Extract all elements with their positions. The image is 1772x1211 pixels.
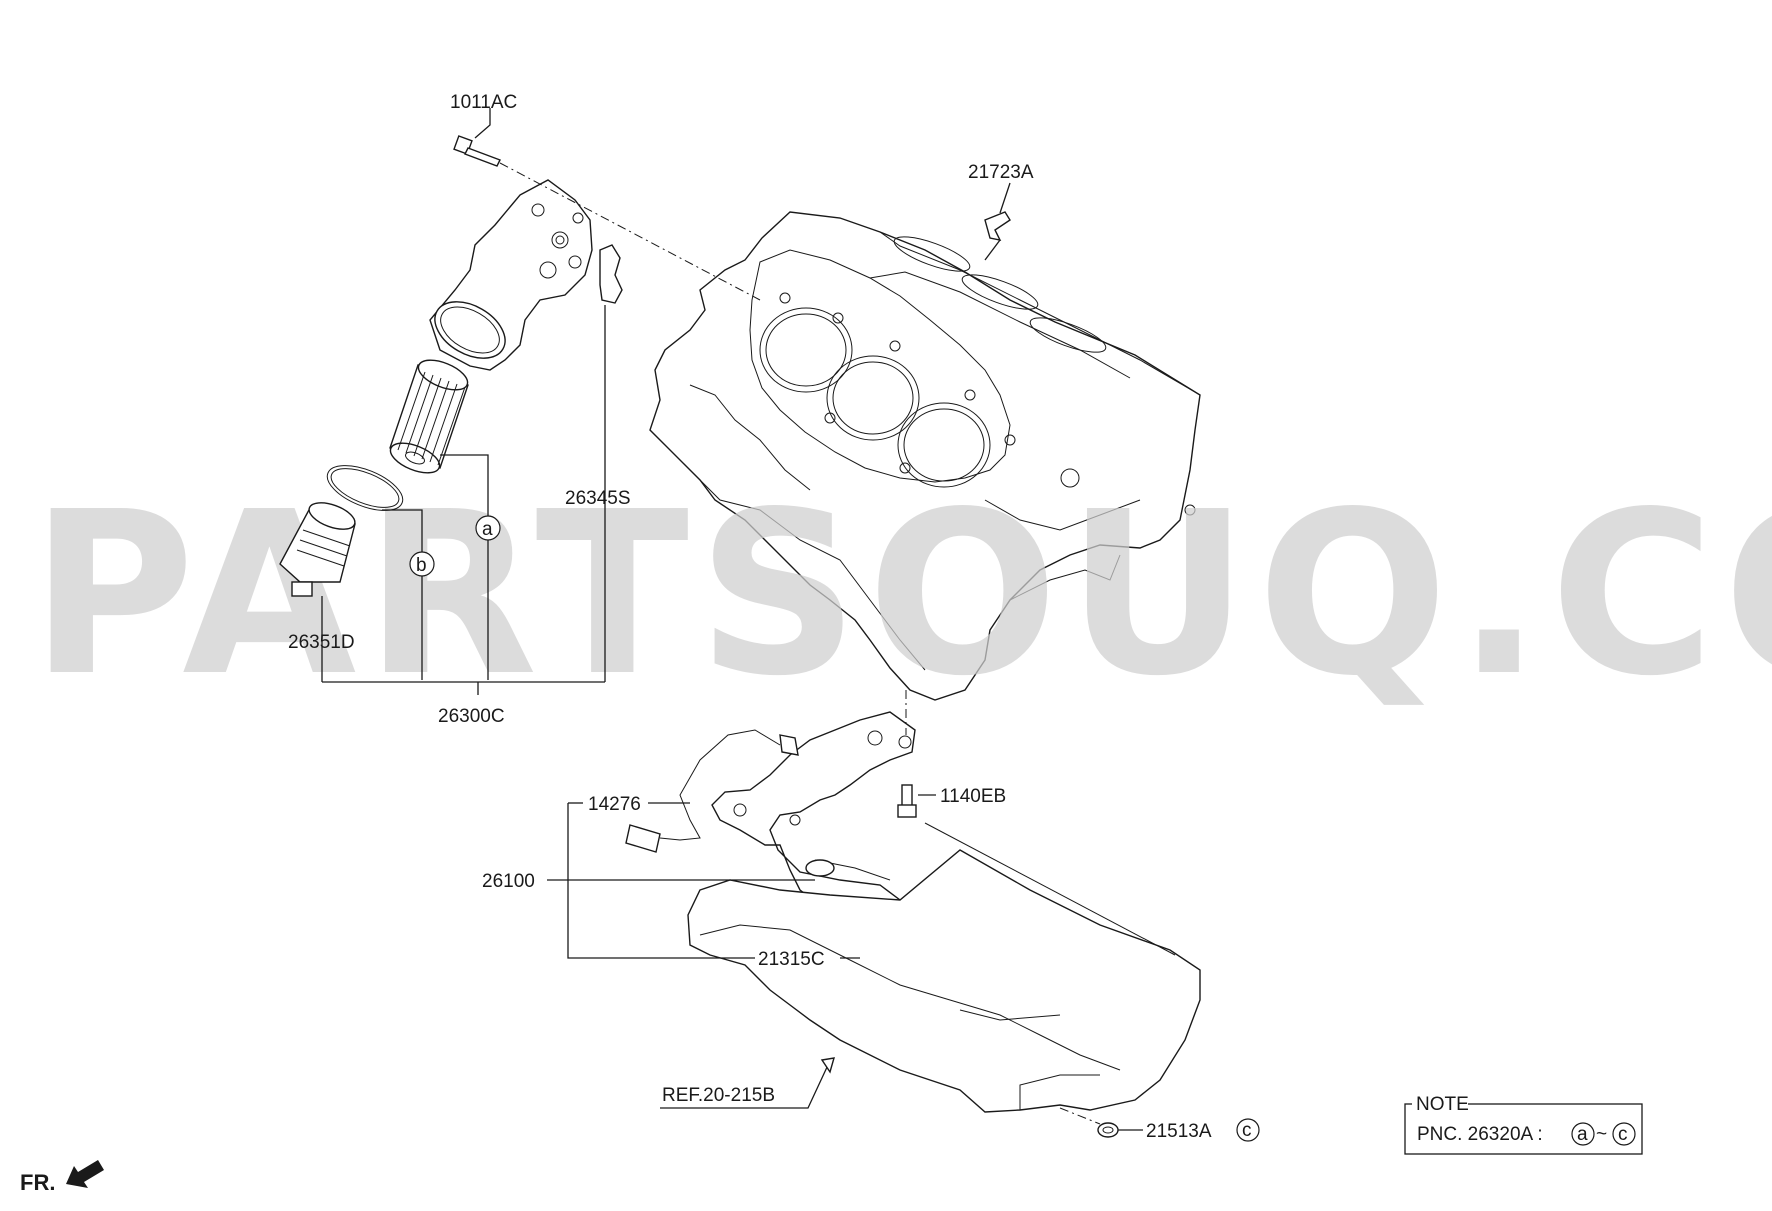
callout-c: c [1242, 1120, 1252, 1141]
note-to: c [1618, 1124, 1628, 1145]
drain-plug [1097, 1122, 1119, 1138]
engine-block [649, 211, 1201, 701]
gasket [599, 244, 623, 304]
note-from: a [1577, 1124, 1588, 1145]
oil-filter-housing [429, 179, 593, 371]
oil-pan [687, 849, 1201, 1113]
callout-circle-b [409, 551, 435, 577]
watermark: PARTSOUQ.COM [30, 464, 1772, 726]
front-label: FR. [20, 1170, 55, 1195]
label-1011AC: 1011AC [450, 92, 517, 113]
sensor [625, 729, 799, 853]
label-26300C: 26300C [438, 706, 505, 727]
label-26351D: 26351D [288, 632, 355, 653]
note-pnc: PNC. 26320A : [1417, 1124, 1543, 1145]
note-title: NOTE [1416, 1094, 1469, 1115]
callout-b: b [416, 555, 427, 576]
leader-lines [321, 108, 1176, 1131]
label-1140EB: 1140EB [940, 786, 1006, 807]
bolt-pump [897, 784, 917, 818]
front-arrow-icon [66, 1160, 104, 1188]
label-26100: 26100 [482, 871, 535, 892]
filter-cap [279, 502, 356, 597]
callout-a: a [482, 519, 493, 540]
note-tilde: ~ [1596, 1124, 1607, 1145]
label-26345S: 26345S [565, 488, 631, 509]
o-ring [326, 465, 404, 511]
callout-circle-a [475, 515, 501, 541]
oil-filter-element [389, 359, 469, 474]
front-indicator: FR. [20, 1160, 104, 1195]
label-21513A: 21513A [1146, 1121, 1212, 1142]
label-21315C: 21315C [758, 949, 825, 970]
bolt-top [453, 135, 501, 167]
note-box: NOTE PNC. 26320A : a ~ c [1404, 1094, 1643, 1155]
label-ref: REF.20-215B [662, 1085, 775, 1106]
label-21723A: 21723A [968, 162, 1034, 183]
clip [984, 211, 1011, 241]
callout-circle-c [1236, 1118, 1260, 1142]
label-14276: 14276 [588, 794, 641, 815]
